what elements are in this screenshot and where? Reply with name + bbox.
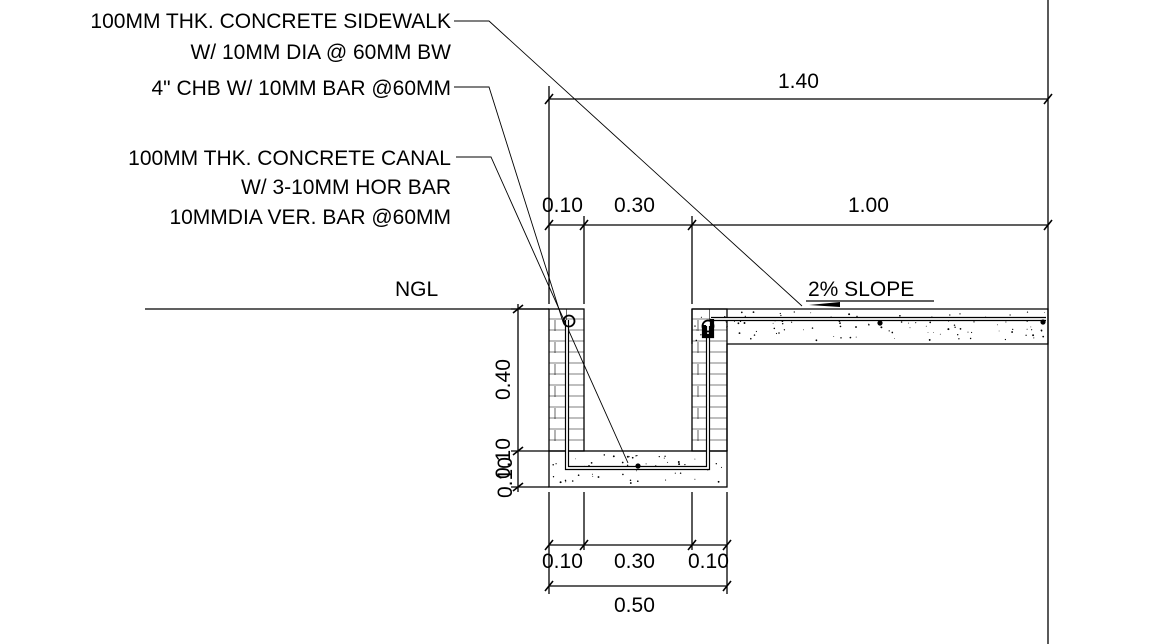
sidewalk-bar-end-dot — [1040, 319, 1046, 325]
ngl-label: NGL — [395, 278, 438, 301]
sidewalk-slab — [692, 308, 1049, 451]
dim-slab-base-visible: 0.10 — [494, 457, 517, 498]
dim-slab-mid: 0.10 — [492, 438, 515, 479]
dim-bottom-inner: 0.30 — [614, 550, 655, 573]
concrete-speckle — [552, 311, 1045, 484]
note-canal-line1: 100MM THK. CONCRETE CANAL — [128, 147, 451, 170]
dim-ticks-top — [544, 93, 1053, 231]
note-canal-line3: 10MMDIA VER. BAR @60MM — [169, 206, 451, 229]
dim-ticks-bottom — [544, 539, 732, 592]
leader-chb — [454, 86, 564, 323]
leader-sidewalk — [454, 20, 803, 307]
dim-ticks-left — [512, 304, 524, 492]
dim-canal-inner-top: 0.30 — [614, 194, 655, 217]
note-chb: 4" CHB W/ 10MM BAR @60MM — [152, 77, 452, 100]
dim-bottom-total: 0.50 — [614, 594, 655, 617]
dim-bottom-left-wall: 0.10 — [542, 550, 583, 573]
dim-bottom-right-wall: 0.10 — [688, 550, 729, 573]
dim-sidewalk: 1.00 — [848, 194, 889, 217]
horizontal-bar-dot — [635, 463, 641, 469]
dim-total-top: 1.40 — [778, 70, 819, 93]
slope-label: 2% SLOPE — [808, 278, 914, 301]
leader-canal — [456, 156, 629, 464]
canal-base-slab — [548, 450, 728, 488]
note-sidewalk-line1: 100MM THK. CONCRETE SIDEWALK — [90, 10, 451, 33]
slope-arrow-icon — [809, 302, 840, 307]
chb-hatch — [549, 309, 727, 451]
note-sidewalk-line2: W/ 10MM DIA @ 60MM BW — [190, 41, 451, 64]
dim-left-wall-top: 0.10 — [542, 194, 583, 217]
rebar-canal — [562, 314, 715, 471]
dim-wall-height: 0.40 — [492, 359, 515, 400]
sidewalk-bar-dot — [877, 320, 883, 326]
rebar-sidewalk — [701, 316, 1046, 339]
note-canal-line2: W/ 3-10MM HOR BAR — [241, 176, 451, 199]
